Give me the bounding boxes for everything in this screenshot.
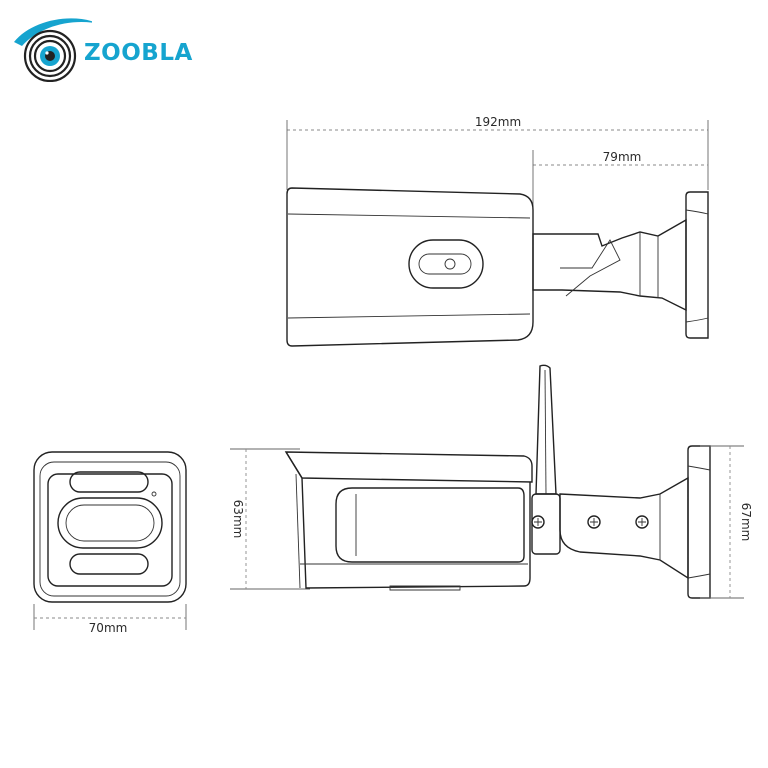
antenna-base bbox=[531, 493, 561, 555]
front-ir-led-bottom bbox=[69, 553, 149, 575]
front-lens-window-inner bbox=[65, 504, 155, 542]
wifi-antenna bbox=[535, 364, 557, 495]
overall-length-label: 192mm bbox=[475, 115, 521, 129]
front-width-label: 70mm bbox=[89, 621, 128, 635]
side-window bbox=[335, 487, 525, 563]
screw-3-icon bbox=[635, 515, 649, 529]
top-housing-seam-lower bbox=[287, 313, 531, 319]
top-bracket-ribs bbox=[639, 232, 659, 298]
screw-1-icon bbox=[531, 515, 545, 529]
side-bottom-vent bbox=[389, 585, 461, 591]
front-ir-led-top bbox=[69, 471, 149, 493]
top-bracket-arm bbox=[532, 218, 687, 312]
top-wall-plate-detail bbox=[685, 209, 709, 323]
brand-logo bbox=[12, 12, 202, 83]
front-housing-inner bbox=[39, 461, 181, 597]
brand-name: ZOOBLA bbox=[84, 40, 193, 66]
top-housing-seam-upper bbox=[287, 213, 531, 219]
mount-height-label: 67mm bbox=[739, 503, 753, 542]
top-housing bbox=[286, 187, 534, 347]
side-sun-shield bbox=[284, 451, 533, 483]
side-wall-plate bbox=[687, 445, 711, 599]
screw-1-slot bbox=[534, 518, 542, 526]
top-wall-plate bbox=[685, 191, 709, 339]
front-face-panel bbox=[47, 473, 173, 587]
top-sensor-window-inner bbox=[418, 253, 472, 275]
side-wall-plate-detail bbox=[687, 465, 711, 579]
mount-length-label: 79mm bbox=[603, 150, 642, 164]
body-height-label: 63mm bbox=[231, 500, 245, 539]
eye-swirl-logo-icon bbox=[14, 18, 100, 83]
side-front-bezel bbox=[295, 473, 301, 589]
side-housing bbox=[285, 451, 531, 589]
front-housing-outer bbox=[33, 451, 187, 603]
side-bracket bbox=[559, 476, 689, 580]
front-view: 70mm bbox=[33, 451, 187, 635]
top-sensor-window bbox=[408, 239, 484, 289]
screw-2-icon bbox=[587, 515, 601, 529]
side-view: 63mm bbox=[230, 364, 753, 599]
wifi-antenna-center bbox=[544, 369, 547, 495]
top-sensor-lens bbox=[444, 258, 456, 270]
front-lens-window bbox=[57, 497, 163, 549]
front-light-sensor bbox=[151, 491, 157, 497]
screw-3-slot bbox=[638, 518, 646, 526]
top-view: 192mm 79mm bbox=[286, 115, 709, 347]
top-bracket-joint bbox=[560, 239, 621, 297]
screw-2-slot bbox=[590, 518, 598, 526]
